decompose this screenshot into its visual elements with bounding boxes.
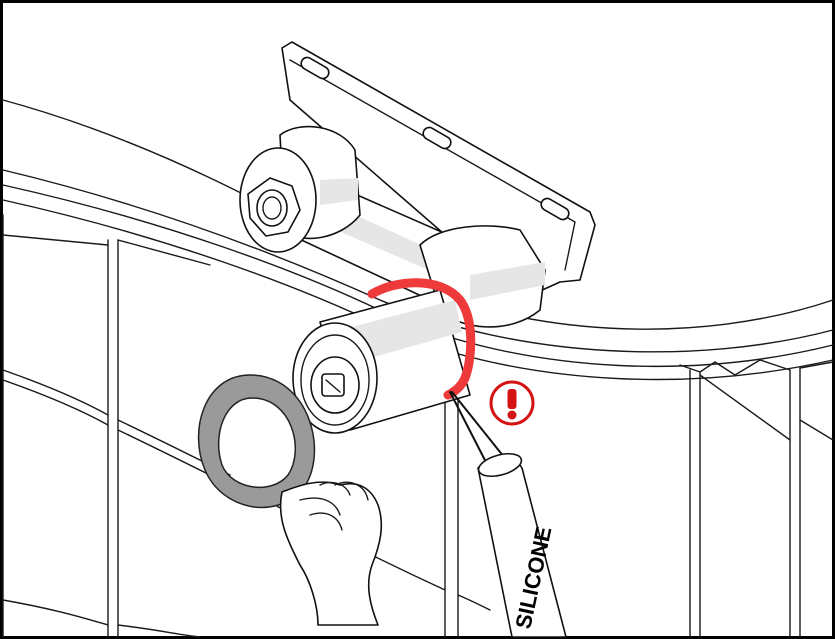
valve-spindle	[321, 373, 345, 397]
warning-icon	[489, 380, 535, 426]
silicone-seal-highlight	[367, 278, 476, 400]
bracket-slot-1	[300, 56, 330, 80]
hand	[279, 481, 383, 626]
wall-tiles	[2, 214, 834, 638]
silicone-cartridge: SILICONE	[449, 391, 567, 638]
bracket-slot-2	[422, 126, 452, 150]
rubber-gasket	[197, 374, 316, 509]
hex-nut	[247, 177, 301, 237]
bracket-slot-3	[540, 197, 570, 221]
valve-cartridge-cylinder	[292, 289, 471, 434]
